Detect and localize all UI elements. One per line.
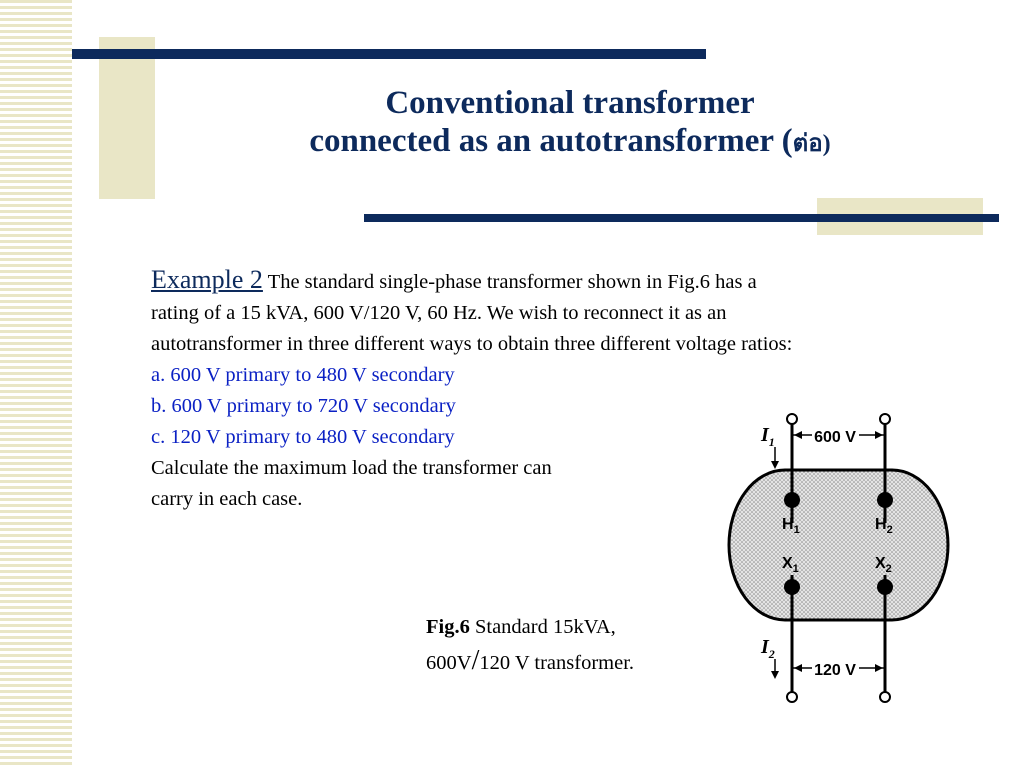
terminal-bottom-right [879, 691, 891, 703]
striped-left-border [0, 0, 72, 768]
label-x1: X1 [782, 555, 799, 575]
caption-label: Fig.6 [426, 616, 470, 638]
question-line-1: Calculate the maximum load the transform… [151, 457, 552, 479]
label-h1: H1 [782, 516, 800, 536]
list-item-a: a. 600 V primary to 480 V secondary [151, 364, 455, 386]
caption-text-1: Standard 15kVA, [469, 616, 616, 638]
transformer-figure: 600 V I1 H1 H2 X1 X2 I2 120 V [705, 405, 995, 770]
example-intro-line-1: Example 2 The standard single-phase tran… [151, 264, 981, 298]
example-body: Example 2 The standard single-phase tran… [151, 264, 981, 515]
title-suffix-thai: ต่อ [792, 131, 823, 157]
caption-line-1: Fig.6 Standard 15kVA, [426, 610, 634, 644]
example-intro-line-2: rating of a 15 kVA, 600 V/120 V, 60 Hz. … [151, 302, 727, 324]
label-h2: H2 [875, 516, 893, 536]
list-item-c: c. 120 V primary to 480 V secondary [151, 426, 455, 448]
title-suffix-open: ( [781, 123, 793, 159]
terminal-h2 [877, 492, 893, 508]
deco-khaki-block-top [99, 37, 155, 199]
title-line-2-text: connected as an autotransformer [309, 123, 774, 159]
title-line-1: Conventional transformer [385, 85, 755, 121]
bottom-voltage-label: 120 V [814, 662, 856, 679]
list-item-b: b. 600 V primary to 720 V secondary [151, 395, 456, 417]
caption-slash: / [471, 645, 480, 676]
terminal-top-right [879, 413, 891, 425]
terminal-h1 [784, 492, 800, 508]
caption-line-2: 600V/120 V transformer. [426, 644, 634, 680]
example-intro-line-3: autotransformer in three different ways … [151, 333, 793, 355]
title-suffix-close: ) [822, 131, 831, 157]
transformer-body [727, 468, 950, 622]
figure-caption: Fig.6 Standard 15kVA, 600V/120 V transfo… [426, 610, 634, 680]
deco-navy-bar-bottom [364, 214, 999, 222]
top-voltage-label: 600 V [814, 429, 856, 446]
transformer-diagram: 600 V I1 H1 H2 X1 X2 I2 120 V [727, 413, 950, 703]
example-label: Example 2 [151, 265, 263, 294]
label-x2: X2 [875, 555, 892, 575]
deco-navy-bar-top [72, 49, 706, 59]
terminal-x2 [877, 579, 893, 595]
example-intro-1: The standard single-phase transformer sh… [262, 271, 757, 293]
current-i2-label: I2 [760, 636, 775, 661]
title-line-2: connected as an autotransformer (ต่อ) [160, 122, 980, 163]
page-title: Conventional transformer connected as an… [160, 84, 980, 163]
terminal-x1 [784, 579, 800, 595]
question-line-2: carry in each case. [151, 488, 303, 510]
terminal-bottom-left [786, 691, 798, 703]
caption-text-2b: 120 V transformer. [479, 652, 635, 674]
terminal-top-left [786, 413, 798, 425]
caption-text-2a: 600V [426, 652, 472, 674]
current-i1-label: I1 [760, 424, 775, 449]
